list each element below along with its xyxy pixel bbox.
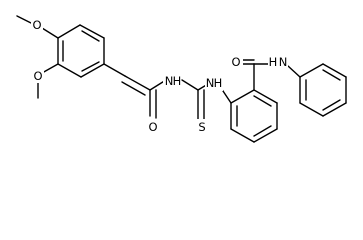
- atom-label-amide-h-chain: H: [173, 74, 182, 88]
- atom-label-amide-n-chain: N: [165, 74, 174, 88]
- methoxy-groups: [16, 15, 59, 99]
- atom-label-methoxy-o-top: O: [32, 18, 41, 32]
- atom-label-thiourea-h: H: [214, 76, 223, 90]
- atom-label-anilide-o: O: [231, 55, 240, 69]
- atom-labels: O O O N H N H S O H N: [31, 18, 288, 134]
- atom-label-methoxy-o-left: O: [33, 69, 42, 83]
- phenyl-ring: [299, 63, 347, 117]
- atom-label-thiourea-n: N: [206, 76, 215, 90]
- atom-label-thiourea-s: S: [198, 120, 205, 134]
- dimethoxyphenyl-ring: [57, 24, 105, 78]
- propenoyl-chain: [103, 63, 199, 119]
- anilide-group: [240, 59, 301, 91]
- atom-label-anilide-h: H: [269, 55, 278, 69]
- anthranilamide-ring: [230, 89, 278, 143]
- atom-label-amide-o-chain: O: [148, 120, 157, 134]
- molecule-diagram: O O O N H N H S O H N: [16, 15, 347, 143]
- atom-label-anilide-n: N: [279, 55, 288, 69]
